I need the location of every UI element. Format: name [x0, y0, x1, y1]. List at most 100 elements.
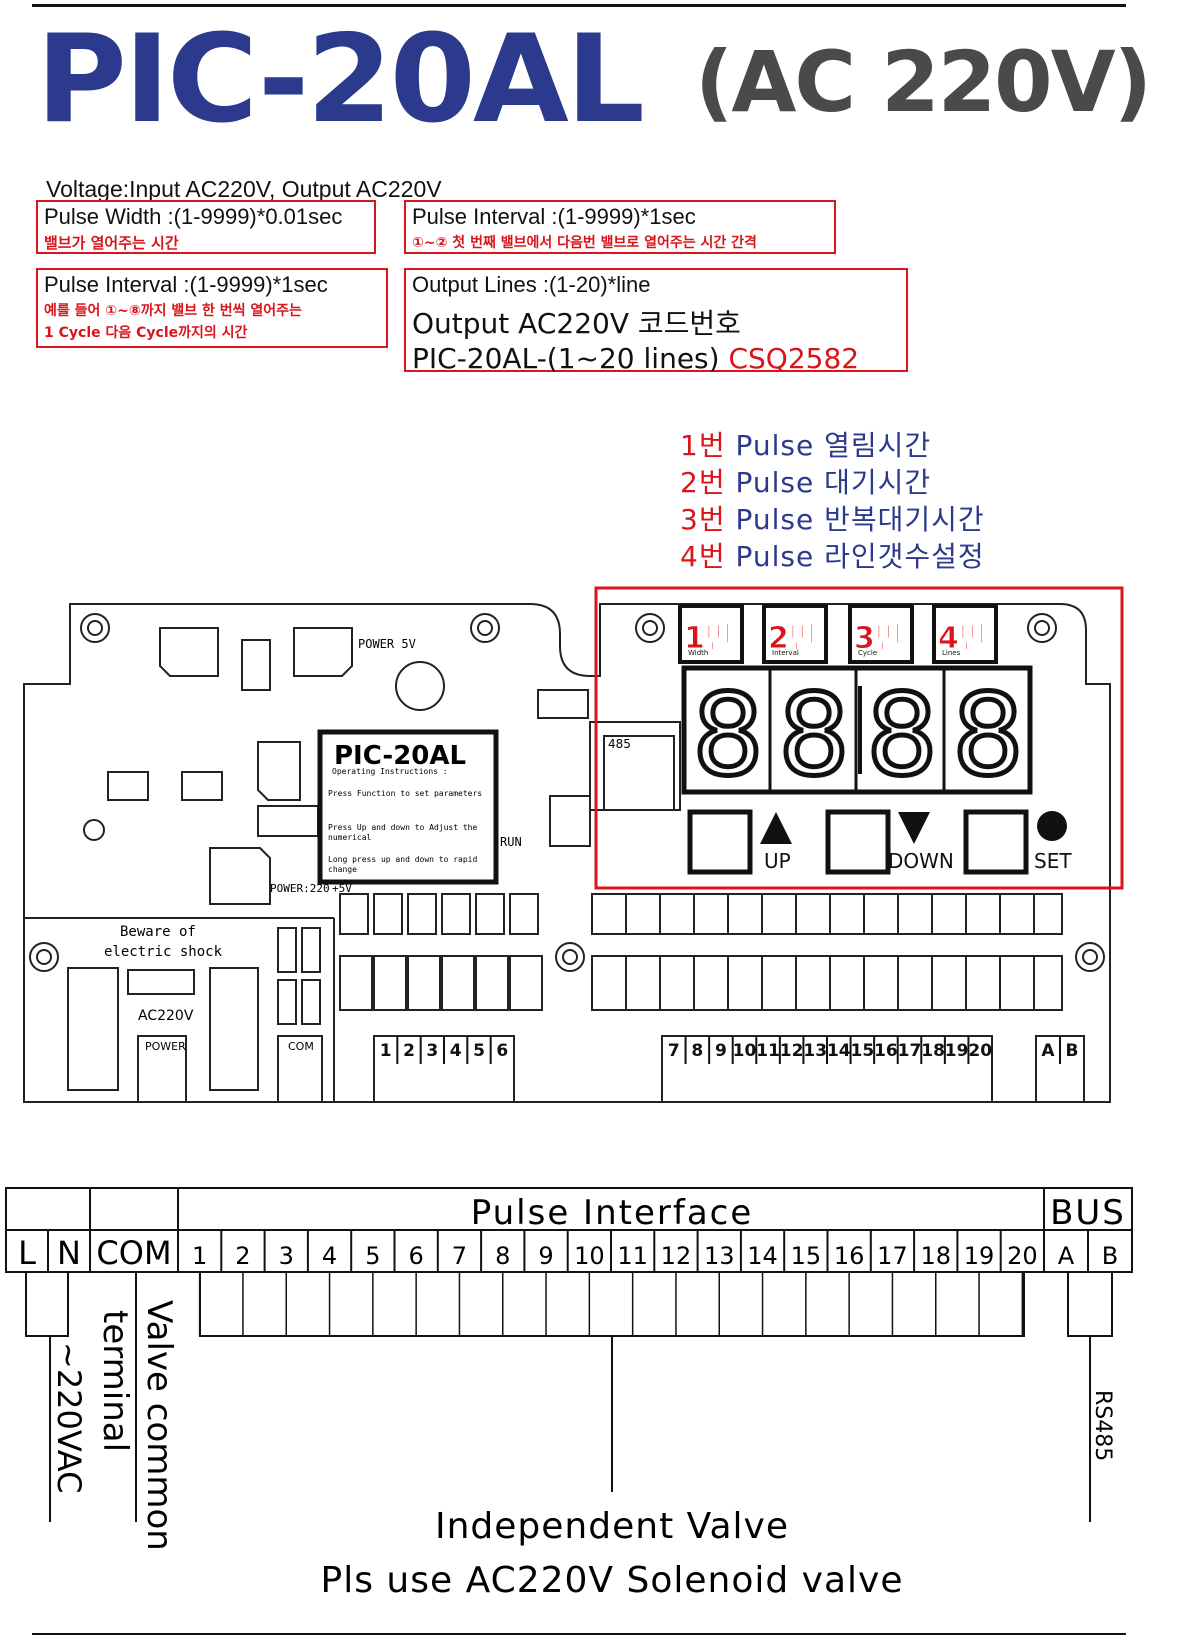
legend-text: Pulse 라인갯수설정: [725, 540, 985, 573]
indicator-small: Width: [688, 649, 708, 657]
legend-num: 1번: [680, 429, 726, 462]
independent-valve-label: Independent Valve: [435, 1506, 789, 1547]
spec-output-lines: Output Lines :(1-20)*line Output AC220V …: [404, 268, 908, 375]
product-code: CSQ2582: [728, 342, 860, 375]
voltage-tag: (AC 220V): [695, 33, 1152, 131]
wiring-column-label: A: [1058, 1242, 1075, 1270]
wiring-column-label: 20: [1007, 1242, 1038, 1270]
spec-pulse-interval: Pulse Interval :(1-9999)*1sec ①~② 첫 번째 밸…: [404, 200, 836, 254]
wiring-column-label: 18: [920, 1242, 951, 1270]
terminal-label: 10: [733, 1041, 757, 1061]
wiring-column-label: 14: [747, 1242, 778, 1270]
wiring-column-label: L: [18, 1234, 36, 1272]
wiring-column-label: 8: [495, 1242, 510, 1270]
label-title: PIC-20AL: [334, 741, 466, 771]
terminal-label: 17: [898, 1041, 922, 1061]
terminal-label: 18: [921, 1041, 945, 1061]
ac220v-label: AC220V: [138, 1008, 194, 1024]
down-button[interactable]: [825, 809, 891, 875]
terminal-label: 2: [403, 1041, 415, 1061]
wiring-column-label: COM: [96, 1234, 171, 1272]
label-line: change: [328, 865, 357, 874]
spec-label: Output Lines :(1-20)*line: [412, 272, 651, 297]
set-label: SET: [1034, 849, 1072, 873]
legend-item: 4번 Pulse 라인갯수설정: [680, 535, 985, 575]
terminal-label: 15: [851, 1041, 875, 1061]
display-digit: 8: [866, 671, 937, 801]
terminal-label: 14: [827, 1041, 851, 1061]
wiring-column-label: 13: [704, 1242, 735, 1270]
spec-pulse-width: Pulse Width :(1-9999)*0.01sec 밸브가 열어주는 시…: [36, 200, 376, 254]
terminal-label: 13: [803, 1041, 827, 1061]
wiring-column-label: 3: [279, 1242, 294, 1270]
wiring-column-label: 4: [322, 1242, 337, 1270]
pulse-interface-label: Pulse Interface: [471, 1193, 754, 1233]
up-arrow-icon: [760, 812, 792, 844]
power-5v-label: POWER 5V: [358, 637, 416, 651]
wiring-column-label: 2: [235, 1242, 250, 1270]
indicator-tag: 3번: [854, 621, 902, 656]
wiring-column-label: 16: [834, 1242, 865, 1270]
display-digit: 8: [778, 671, 849, 801]
legend-num: 2번: [680, 466, 726, 499]
plus5v-label: +5V: [332, 882, 352, 895]
display-digit: 8: [952, 671, 1023, 801]
terminal-label: 5: [473, 1041, 485, 1061]
spec-label: Pulse Interval :(1-9999)*1sec: [412, 204, 696, 229]
ac-label: ~220VAC: [50, 1342, 88, 1493]
bus-label: BUS: [1050, 1193, 1126, 1233]
terminal-label: 3: [426, 1041, 438, 1061]
indicator-small: Lines: [942, 649, 961, 657]
solenoid-note: Pls use AC220V Solenoid valve: [321, 1560, 904, 1601]
wiring-column-label: 17: [877, 1242, 908, 1270]
terminal-label: 4: [450, 1041, 462, 1061]
legend-item: 1번 Pulse 열림시간: [680, 424, 931, 464]
terminal-label: terminal: [95, 1310, 135, 1452]
wiring-column-label: 7: [452, 1242, 467, 1270]
spec-label: Pulse Interval :(1-9999)*1sec: [44, 272, 328, 297]
legend-num: 4번: [680, 540, 726, 573]
set-button[interactable]: [963, 809, 1029, 875]
wiring-column-label: 12: [661, 1242, 692, 1270]
spec-note: 예를 들어 ①~⑧까지 밸브 한 번씩 열어주는: [44, 303, 302, 319]
spec-note: 밸브가 열어주는 시간: [44, 234, 179, 252]
legend-item: 2번 Pulse 대기시간: [680, 461, 931, 501]
warning-text: electric shock: [104, 944, 223, 960]
com-connector-label: COM: [288, 1040, 314, 1053]
power-connector-label: POWER: [145, 1040, 186, 1053]
run-label: RUN: [500, 835, 522, 849]
valve-common-label: Valve common: [139, 1300, 179, 1551]
legend-item: 3번 Pulse 반복대기시간: [680, 498, 985, 538]
indicator-tag: 1번: [684, 621, 732, 656]
label-line: Press Function to set parameters: [328, 789, 482, 798]
mounting-hole: [1075, 942, 1105, 972]
indicator-small: Interval: [772, 649, 799, 657]
up-button[interactable]: [687, 809, 753, 875]
bottom-rule: [32, 1633, 1126, 1635]
down-arrow-icon: [898, 812, 930, 844]
valve-connector: [199, 1272, 1025, 1337]
terminal-label: 8: [691, 1041, 703, 1061]
wiring-column-label: 10: [574, 1242, 605, 1270]
terminal-label: A: [1041, 1041, 1055, 1061]
up-label: UP: [764, 849, 791, 873]
spec-cycle-interval: Pulse Interval :(1-9999)*1sec 예를 들어 ①~⑧까…: [36, 268, 388, 348]
legend-text: Pulse 대기시간: [725, 466, 932, 499]
port-485-label: 485: [608, 737, 631, 751]
wiring-column-label: 15: [791, 1242, 822, 1270]
voltage-line: Voltage:Input AC220V, Output AC220V: [46, 176, 442, 202]
label-line: Long press up and down to rapid: [328, 855, 477, 864]
label-line: Press Up and down to Adjust the: [328, 823, 477, 832]
legend-num: 3번: [680, 503, 726, 536]
warning-text: Beware of: [120, 924, 196, 940]
indicator-boxes: [678, 604, 998, 664]
indicator-small: Cycle: [858, 649, 877, 657]
spec-label: Pulse Width :(1-9999)*0.01sec: [44, 204, 343, 229]
power-220-label: POWER:220: [270, 882, 330, 895]
rs485-label: RS485: [1090, 1390, 1115, 1461]
mounting-hole: [635, 613, 665, 643]
terminal-label: B: [1066, 1041, 1079, 1061]
mounting-hole: [83, 819, 105, 841]
bus-connector: [1067, 1272, 1113, 1337]
